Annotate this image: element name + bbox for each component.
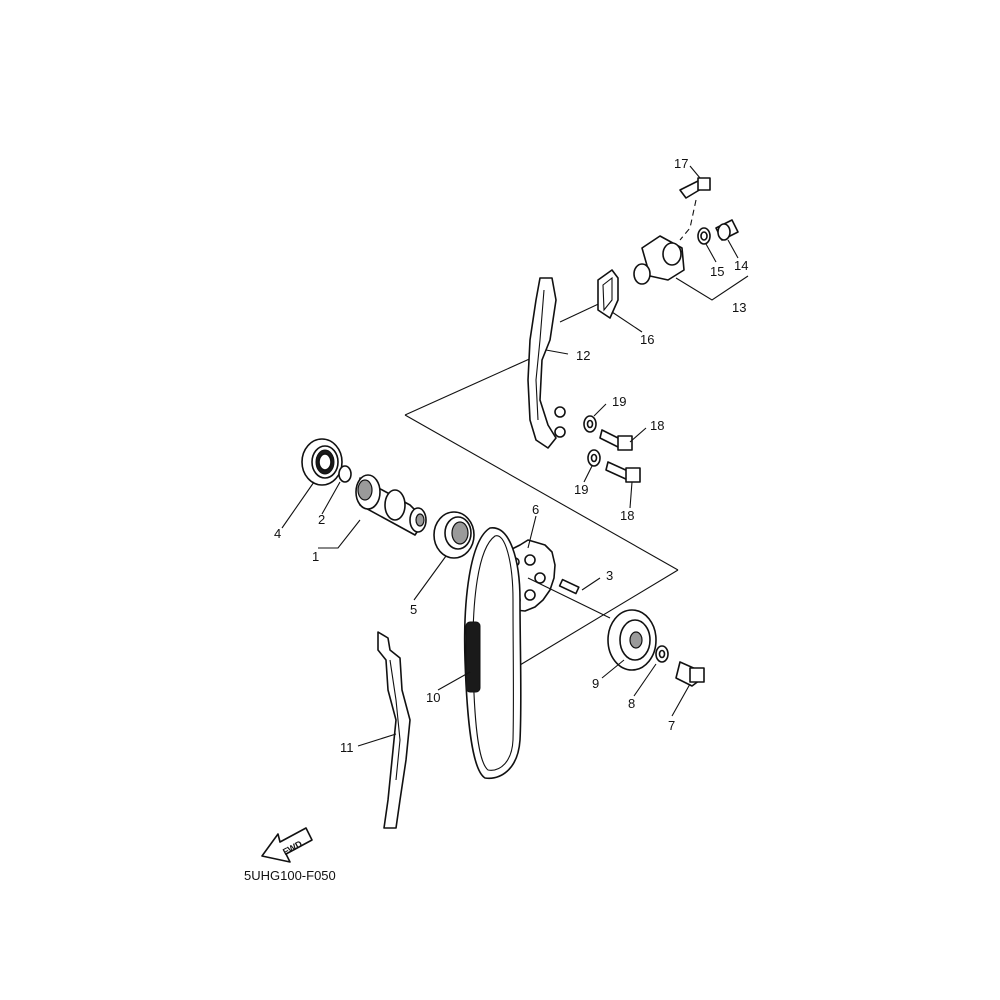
callout-19-lower: 19 (574, 482, 588, 497)
callout-19-upper: 19 (612, 394, 626, 409)
callout-13: 13 (732, 300, 746, 315)
bolt-part-18-upper (599, 429, 633, 451)
callout-11: 11 (340, 740, 354, 755)
callout-18-lower: 18 (620, 508, 634, 523)
leader-lines (281, 165, 749, 747)
tensioner-part-13 (633, 235, 685, 285)
bolt-part-7 (675, 661, 705, 687)
callout-10: 10 (426, 690, 440, 705)
callout-18-upper: 18 (650, 418, 664, 433)
pin-part-3 (527, 577, 611, 619)
callout-7: 7 (668, 718, 675, 733)
bearing-part-5 (433, 511, 475, 559)
timing-chain-part-10 (463, 527, 522, 780)
tensioner-guide-part-12 (527, 277, 566, 449)
diagram-code: 5UHG100-F050 (244, 868, 336, 883)
callout-2: 2 (318, 512, 325, 527)
washer-part-15 (697, 227, 711, 245)
bolt-part-17 (679, 177, 711, 241)
bolt-part-18-lower (605, 461, 641, 483)
callout-1: 1 (312, 549, 319, 564)
gasket-part-16 (597, 269, 619, 319)
chain-guide-part-11 (377, 631, 411, 829)
reference-plane (404, 299, 679, 666)
callout-9: 9 (592, 676, 599, 691)
callout-16: 16 (640, 332, 654, 347)
callout-8: 8 (628, 696, 635, 711)
callout-6: 6 (532, 502, 539, 517)
camshaft-part-1 (355, 474, 427, 536)
washer-part-19-upper (583, 415, 597, 433)
callout-17: 17 (674, 156, 688, 171)
washer-part-8 (655, 645, 669, 663)
cap-bolt-part-14 (715, 219, 739, 241)
bearing-part-4 (301, 438, 343, 486)
pin-part-2 (338, 465, 352, 483)
callout-12: 12 (576, 348, 590, 363)
callout-5: 5 (410, 602, 417, 617)
callout-15: 15 (710, 264, 724, 279)
callout-14: 14 (734, 258, 748, 273)
fwd-arrow-icon: FWD (261, 827, 313, 863)
callout-4: 4 (274, 526, 281, 541)
callout-labels: 1 2 3 4 5 6 7 8 9 10 11 12 13 14 15 16 1… (274, 156, 748, 755)
washer-part-19-lower (587, 449, 601, 467)
callout-3: 3 (606, 568, 613, 583)
plate-part-9 (607, 609, 657, 671)
